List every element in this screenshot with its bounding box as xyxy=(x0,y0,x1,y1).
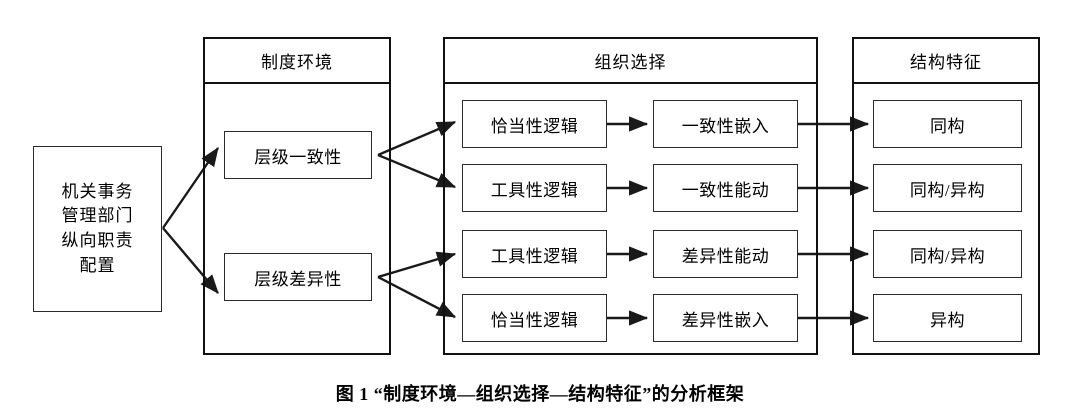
item-consistent-embedding: 一致性嵌入 xyxy=(653,100,798,148)
item-differentiated-agency: 差异性能动 xyxy=(653,230,798,278)
item-appropriateness-logic-row4: 恰当性逻辑 xyxy=(462,294,607,342)
item-isomorphism-heteromorphism-row2: 同构/异构 xyxy=(873,164,1022,212)
item-heteromorphism: 异构 xyxy=(873,294,1022,342)
source-line-2: 管理部门 xyxy=(61,206,134,226)
source-box-vertical-duty-allocation: 机关事务 管理部门 纵向职责 配置 xyxy=(33,146,162,312)
source-line-3: 纵向职责 xyxy=(61,231,134,250)
item-appropriateness-logic-row1: 恰当性逻辑 xyxy=(462,100,607,148)
item-hierarchical-difference: 层级差异性 xyxy=(224,253,372,301)
item-isomorphism-heteromorphism-row3: 同构/异构 xyxy=(873,230,1022,278)
item-differentiated-embedding: 差异性嵌入 xyxy=(653,294,798,342)
item-hierarchical-consistency: 层级一致性 xyxy=(224,131,372,179)
panel-header-structural-features: 结构特征 xyxy=(854,39,1038,84)
item-isomorphism: 同构 xyxy=(873,100,1022,148)
panel-header-organizational-choice: 组织选择 xyxy=(445,39,816,84)
panel-institutional-environment: 制度环境 xyxy=(203,37,391,355)
panel-header-institutional-environment: 制度环境 xyxy=(205,39,389,84)
item-instrumental-logic-row2: 工具性逻辑 xyxy=(462,164,607,212)
panel-structural-features: 结构特征 xyxy=(852,37,1040,355)
item-consistent-agency: 一致性能动 xyxy=(653,164,798,212)
source-line-1: 机关事务 xyxy=(61,181,134,201)
panel-organizational-choice: 组织选择 xyxy=(443,37,818,355)
item-instrumental-logic-row3: 工具性逻辑 xyxy=(462,230,607,278)
source-line-4: 配置 xyxy=(79,255,116,275)
figure-caption: 图 1 “制度环境—组织选择—结构特征”的分析框架 xyxy=(335,384,745,404)
